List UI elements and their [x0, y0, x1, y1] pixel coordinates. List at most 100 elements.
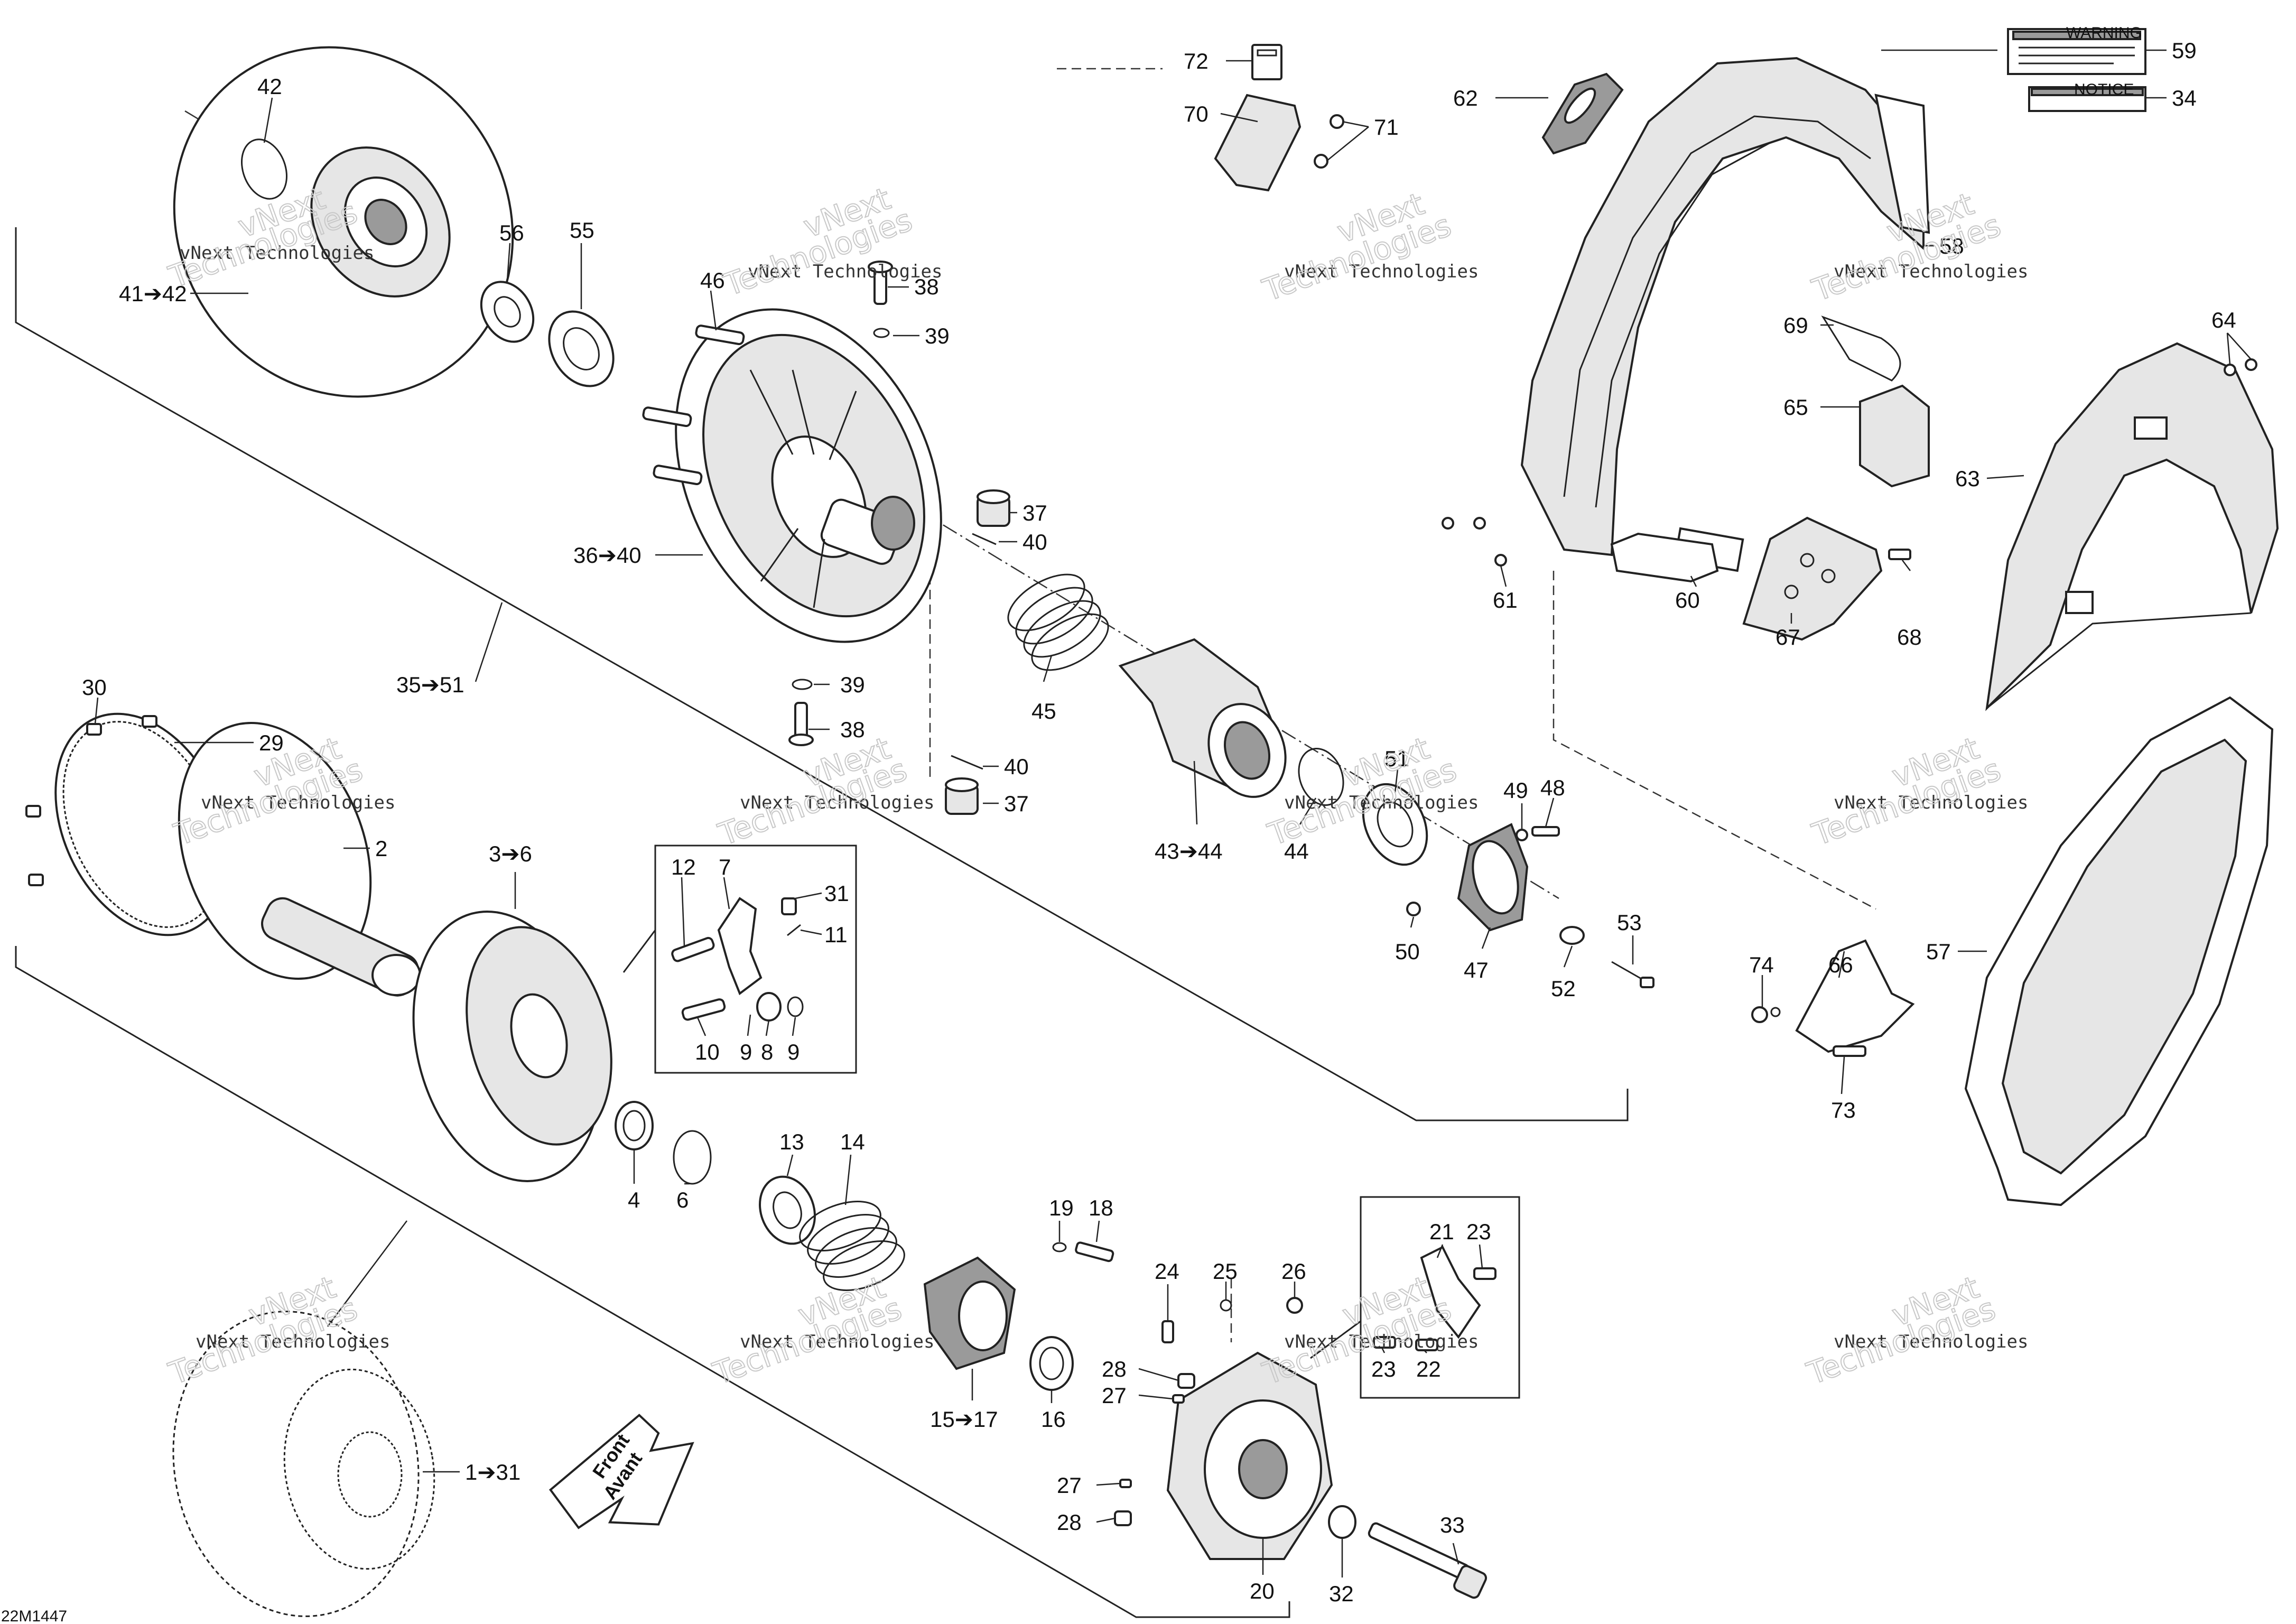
- callout-1-31: 1➔31: [465, 1460, 520, 1484]
- callout-9-a: 9: [740, 1040, 752, 1064]
- watermark-4: vNext Technologies: [1834, 261, 2028, 282]
- oring-39-bot: [792, 679, 813, 690]
- callout-16: 16: [1041, 1407, 1066, 1432]
- watermark-9: vNext Technologies: [196, 1331, 390, 1352]
- circlip-42: [240, 138, 288, 200]
- clip-69: [1821, 315, 1901, 382]
- callout-20: 20: [1250, 1579, 1275, 1603]
- callout-62: 62: [1453, 86, 1478, 110]
- guard-63: [1985, 342, 2279, 711]
- nut-74: [1751, 1006, 1781, 1023]
- fixed-sheave-41: [173, 46, 514, 398]
- callout-14: 14: [840, 1129, 865, 1154]
- callout-13: 13: [779, 1129, 804, 1154]
- drive-pulley-assembly-1: [172, 1220, 435, 1617]
- callout-65: 65: [1783, 395, 1808, 420]
- callout-68: 68: [1897, 625, 1922, 649]
- callout-52: 52: [1551, 976, 1576, 1001]
- decal-34-notice: NOTICE: [2074, 81, 2134, 98]
- roller-28-top: [1177, 1373, 1195, 1389]
- callout-12: 12: [671, 855, 696, 879]
- bracket-60: [1610, 532, 1719, 583]
- washer-56: [480, 281, 535, 343]
- callout-22: 22: [1416, 1357, 1441, 1381]
- pin-40-top: [972, 533, 997, 545]
- drawing-code: 22M1447: [1, 1608, 67, 1624]
- decal-34: NOTICE: [2028, 81, 2146, 112]
- callout-50: 50: [1395, 939, 1420, 964]
- callout-11: 11: [824, 922, 848, 947]
- watermark-7: vNext Technologies: [1284, 792, 1479, 813]
- callout-53: 53: [1617, 910, 1642, 935]
- callout-9-b: 9: [787, 1040, 800, 1064]
- spider-15: [923, 1256, 1016, 1370]
- callout-41-42: 41➔42: [119, 281, 187, 306]
- spring-45: [1007, 573, 1109, 671]
- washer-19: [1052, 1242, 1067, 1252]
- detail-box-arms: [622, 845, 857, 1074]
- watermark-11: vNext Technologies: [1284, 1331, 1479, 1352]
- callout-72: 72: [1184, 49, 1209, 73]
- callout-70: 70: [1184, 101, 1209, 126]
- callout-39-bot: 39: [840, 672, 865, 697]
- decal-59: WARNING: [2007, 24, 2146, 75]
- watermark-2: vNext Technologies: [748, 261, 942, 282]
- bolt-73: [1833, 1045, 1866, 1057]
- callout-28-top: 28: [1102, 1357, 1127, 1381]
- watermark-5: vNext Technologies: [201, 792, 395, 813]
- bushing-4: [615, 1101, 654, 1150]
- callout-8: 8: [761, 1040, 773, 1064]
- leader-lines: [94, 49, 2252, 1577]
- callout-63: 63: [1955, 466, 1980, 491]
- guard-58: [1520, 57, 1930, 572]
- callout-25: 25: [1213, 1259, 1238, 1284]
- watermark-6: vNext Technologies: [740, 792, 934, 813]
- callout-26: 26: [1281, 1259, 1306, 1284]
- slider-37-bot: [945, 777, 979, 815]
- callout-7: 7: [719, 855, 731, 879]
- callout-49: 49: [1503, 778, 1528, 803]
- callout-2: 2: [375, 836, 387, 861]
- callout-59: 59: [2172, 38, 2197, 63]
- callout-24: 24: [1155, 1259, 1179, 1284]
- callout-38-bot: 38: [840, 717, 865, 742]
- callout-6: 6: [676, 1187, 689, 1212]
- callout-23-b: 23: [1371, 1357, 1396, 1381]
- bracket-67: [1742, 516, 1883, 641]
- callout-47: 47: [1464, 958, 1489, 982]
- movable-sheave-36: [675, 308, 942, 643]
- callout-40-bot: 40: [1004, 754, 1029, 779]
- callout-29: 29: [259, 730, 284, 755]
- washer-55: [548, 310, 615, 387]
- callout-39-top: 39: [925, 323, 950, 348]
- watermarks: vNext Technologies vNext Technologies vN…: [180, 243, 2028, 1352]
- watermark-3: vNext Technologies: [1284, 261, 1479, 282]
- callout-73: 73: [1831, 1098, 1856, 1122]
- watermark-12: vNext Technologies: [1834, 1331, 2028, 1352]
- oring-39-top: [873, 328, 890, 338]
- callout-67: 67: [1776, 625, 1800, 649]
- clip-70: [1214, 94, 1302, 192]
- bolt-48: [1531, 826, 1560, 837]
- callout-74: 74: [1749, 952, 1774, 977]
- handle-62: [1541, 72, 1624, 155]
- screw-38-bot: [788, 702, 814, 746]
- callout-19: 19: [1049, 1195, 1074, 1220]
- callout-57: 57: [1926, 939, 1951, 964]
- callout-42: 42: [257, 74, 282, 99]
- callout-43-44: 43➔44: [1155, 839, 1223, 864]
- callout-21: 21: [1429, 1219, 1454, 1244]
- callout-56: 56: [499, 220, 524, 245]
- callout-71: 71: [1374, 115, 1399, 140]
- callout-38-top: 38: [914, 274, 939, 299]
- callout-45: 45: [1031, 699, 1056, 723]
- callout-31-box: 31: [824, 881, 849, 906]
- bolt-33: [1368, 1522, 1488, 1599]
- ring-44: [1298, 748, 1344, 806]
- belt-57: [1964, 696, 2274, 1207]
- callout-55: 55: [570, 218, 594, 243]
- bracket-65: [1859, 384, 1930, 488]
- washer-49: [1516, 829, 1528, 841]
- callout-66: 66: [1828, 952, 1853, 977]
- washer-51: [1362, 783, 1428, 866]
